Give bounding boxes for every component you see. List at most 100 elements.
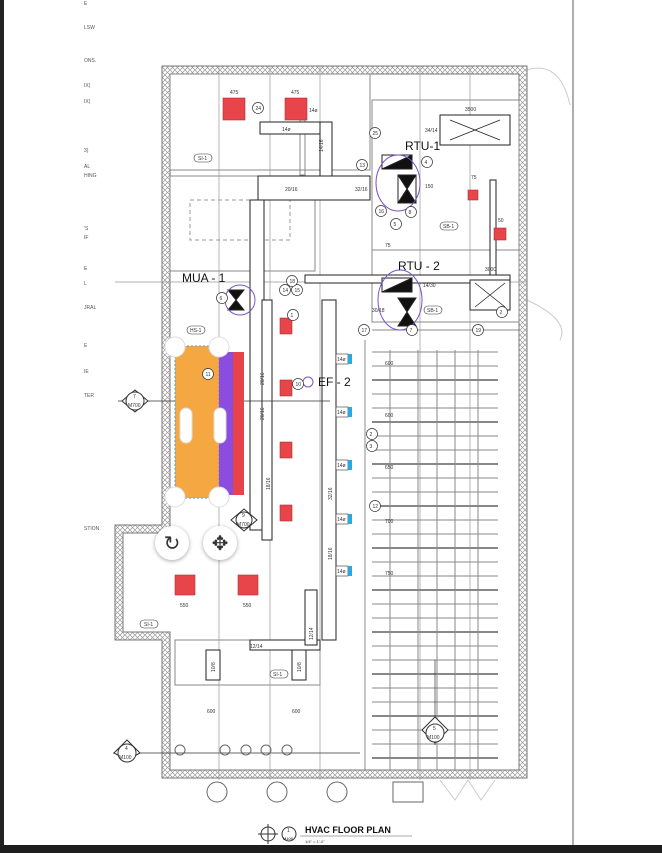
keynote: 19 [472,324,484,336]
keynote: 16 [375,205,387,217]
svg-text:M700: M700 [128,403,141,409]
door-swing [526,299,563,341]
svg-text:3): 3) [84,148,89,154]
exterior-bollards [174,744,424,803]
section-marker: 5 M100 [421,660,449,745]
svg-text:M700: M700 [237,522,250,528]
svg-text:M100: M100 [427,735,440,741]
keynote: 4 [421,156,433,168]
rtu-units [226,154,417,327]
svg-text:12: 12 [373,504,379,510]
svg-text:14ø: 14ø [282,127,291,133]
svg-text:14ø: 14ø [337,517,346,523]
svg-text:1: 1 [287,828,290,834]
svg-text:2: 2 [500,310,503,316]
svg-text:700: 700 [385,519,394,525]
svg-text:16: 16 [379,209,385,215]
rtu-2-label: RTU - 2 [398,259,440,273]
svg-text:STION: STION [84,526,100,532]
svg-text:20/16: 20/16 [285,187,298,193]
svg-text:550: 550 [180,603,189,609]
svg-text:JRAL: JRAL [84,305,96,311]
svg-text:600: 600 [292,709,301,715]
svg-text:1/4" = 1'-0": 1/4" = 1'-0" [305,839,325,844]
move-icon: ✥ [211,532,229,555]
keynote: 10 [292,378,304,390]
diffusers [174,97,507,596]
svg-text:4: 4 [425,160,428,166]
duct-x-marks [449,119,506,308]
svg-text:9: 9 [242,513,245,519]
svg-text:14/16: 14/16 [319,139,325,152]
keynote: 15 [291,284,303,296]
svg-text:75: 75 [471,175,477,181]
branch-takeoffs: 14ø 14ø 14ø 14ø 14ø [335,353,352,577]
section-marker: 7 M700 [118,389,330,413]
svg-text:1: 1 [291,313,294,319]
svg-text:32/16: 32/16 [328,487,334,500]
svg-text:600: 600 [207,709,216,715]
window-edge [0,0,4,853]
svg-text:7: 7 [133,394,136,400]
resize-handles[interactable] [164,336,230,508]
keynote: 11 [202,368,214,380]
svg-text:E: E [84,266,88,272]
svg-text:SI-1: SI-1 [198,156,207,162]
svg-text:475: 475 [230,90,239,96]
margin-text: E LSW ONS. IX) IX) 3) AL HING 'S IF E L … [84,1,100,532]
svg-text:150: 150 [425,184,434,190]
svg-text:750: 750 [385,571,394,577]
svg-text:75: 75 [385,243,391,249]
svg-text:18: 18 [290,279,296,285]
svg-text:TER: TER [84,393,94,399]
move-button[interactable]: ✥ [203,526,237,560]
keynote: 5 [390,218,402,230]
svg-text:LSW: LSW [84,25,95,31]
svg-text:475: 475 [291,90,300,96]
rotate-button[interactable]: ↻ [155,526,189,560]
svg-text:10/8: 10/8 [297,662,303,672]
svg-text:650: 650 [385,465,394,471]
svg-text:E: E [84,343,88,349]
svg-text:14ø: 14ø [337,463,346,469]
door-swing [526,67,571,106]
svg-text:20/16: 20/16 [260,372,266,385]
svg-text:600: 600 [385,361,394,367]
rotate-icon: ↻ [163,532,181,555]
svg-text:20/16: 20/16 [260,407,266,420]
drawing-title: 1 M100 HVAC FLOOR PLAN 1/4" = 1'-0" [258,824,412,844]
svg-text:HVAC FLOOR PLAN: HVAC FLOOR PLAN [305,825,391,835]
svg-text:14ø: 14ø [309,108,318,114]
keynote: 1 [287,309,299,321]
svg-text:24: 24 [256,106,262,112]
svg-text:15: 15 [295,288,301,294]
svg-text:14: 14 [283,288,289,294]
svg-text:32/16: 32/16 [355,187,368,193]
keynote: 8 [405,206,417,218]
svg-text:3: 3 [370,444,373,450]
keynote: 24 [252,102,264,114]
svg-text:L: L [84,281,87,287]
svg-text:SB-1: SB-1 [427,308,438,314]
svg-text:13: 13 [360,163,366,169]
svg-text:3000: 3000 [485,267,496,273]
svg-text:50: 50 [498,218,504,224]
svg-text:'S: 'S [84,226,89,232]
svg-text:550: 550 [243,603,252,609]
svg-text:18/16: 18/16 [266,477,272,490]
keynote: 17 [358,324,370,336]
svg-text:14ø: 14ø [337,357,346,363]
small-tags: SI-1 SI-1 SB-1 SB-1 HS-1 SI-1 [139,153,459,679]
svg-text:8: 8 [409,210,412,216]
svg-text:10: 10 [296,382,302,388]
svg-text:SI-1: SI-1 [144,622,153,628]
svg-text:AL: AL [84,164,90,170]
svg-text:IX): IX) [84,99,91,105]
svg-text:4: 4 [125,746,128,752]
ductwork [205,114,511,681]
keynote: 13 [356,159,368,171]
svg-text:19: 19 [476,328,482,334]
svg-text:IX): IX) [84,83,91,89]
section-marker: 9 M700 [230,508,258,532]
